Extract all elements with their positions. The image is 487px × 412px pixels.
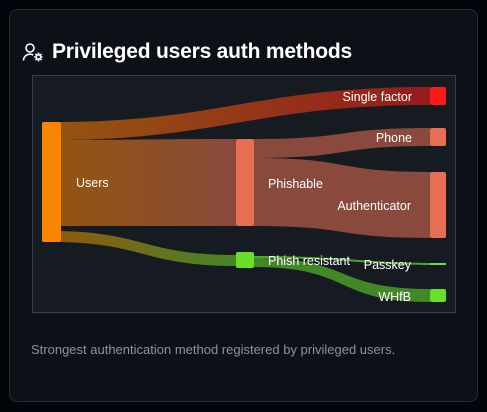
- label-phish-resistant: Phish resistant: [268, 254, 351, 268]
- link-phish-resistant-whfb[interactable]: [254, 258, 430, 302]
- node-whfb[interactable]: [430, 289, 446, 302]
- label-phone: Phone: [376, 131, 412, 145]
- node-phish-resistant[interactable]: [236, 252, 254, 268]
- label-authenticator: Authenticator: [337, 199, 411, 213]
- card-header: Privileged users auth methods: [22, 38, 352, 66]
- link-phish-resistant-passkey[interactable]: [254, 256, 445, 265]
- link-users-single-factor[interactable]: [52, 87, 430, 140]
- user-gear-icon: [22, 41, 44, 63]
- label-phishable: Phishable: [268, 177, 323, 191]
- link-users-phishable[interactable]: [52, 139, 236, 226]
- label-whfb: WHfB: [378, 290, 411, 304]
- label-users: Users: [76, 176, 109, 190]
- node-single-factor[interactable]: [430, 87, 446, 105]
- node-authenticator[interactable]: [430, 172, 446, 238]
- link-phishable-authenticator[interactable]: [254, 158, 430, 238]
- label-single-factor: Single factor: [343, 90, 412, 104]
- link-phishable-phone[interactable]: [254, 128, 430, 158]
- node-phone[interactable]: [430, 128, 446, 146]
- node-passkey[interactable]: [430, 263, 446, 265]
- card-title: Privileged users auth methods: [52, 40, 352, 63]
- sankey-chart: Users Phishable Phish resistant Single f…: [32, 75, 456, 313]
- node-phishable[interactable]: [236, 139, 254, 226]
- label-passkey: Passkey: [364, 258, 412, 272]
- link-users-phish-resistant[interactable]: [52, 231, 236, 266]
- chart-caption: Strongest authentication method register…: [31, 342, 396, 357]
- node-users[interactable]: [42, 122, 61, 242]
